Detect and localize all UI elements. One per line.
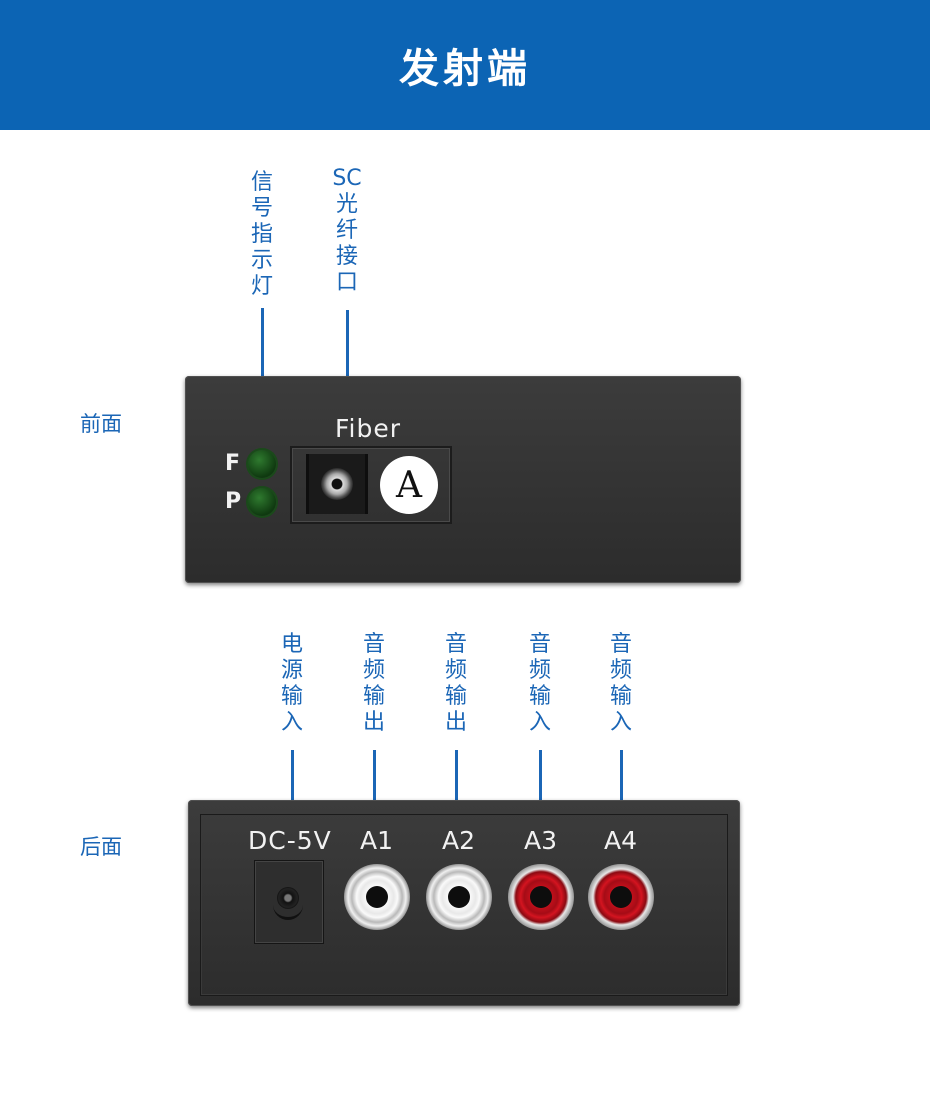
callout-sc-line: [345, 310, 349, 410]
dc-socket-icon: [277, 887, 299, 909]
rca-a4-port: [588, 864, 654, 930]
callout-a1-text: 音频输出: [362, 632, 385, 735]
callout-sc: SC光纤接口: [327, 166, 367, 410]
led-f-label: F: [225, 451, 241, 476]
front-view-label: 前面: [80, 412, 122, 436]
callout-power-line: [290, 750, 294, 804]
callout-a2-text: 音频输出: [444, 632, 467, 735]
callout-led: 信号指示灯: [242, 170, 282, 434]
callout-power: 电源输入: [272, 632, 312, 804]
callout-a3-text: 音频输入: [528, 632, 551, 735]
front-panel: F P Fiber A: [185, 376, 741, 583]
led-f-indicator: [248, 450, 276, 478]
port-badge-a: A: [380, 456, 438, 514]
rca-a2-pin: [448, 886, 470, 908]
rca-a4-pin: [610, 886, 632, 908]
led-p-indicator: [248, 488, 276, 516]
callout-a2: 音频输出: [436, 632, 476, 804]
dc-label: DC-5V: [248, 826, 332, 855]
rca-a1-port: [344, 864, 410, 930]
port-a3-label: A3: [524, 826, 558, 855]
callout-a3-line: [538, 750, 542, 804]
rear-panel-recess: [200, 814, 728, 996]
dc-socket-rim: [273, 905, 303, 920]
rear-panel: DC-5V A1 A2 A3 A4: [188, 800, 740, 1006]
callout-a2-line: [454, 750, 458, 804]
callout-a1: 音频输出: [354, 632, 394, 804]
banner-title: 发射端: [399, 46, 531, 92]
rca-a3-port: [508, 864, 574, 930]
callout-a4-text: 音频输入: [609, 632, 632, 735]
sc-connector-housing: [306, 454, 368, 514]
sc-ferrule-icon: [321, 468, 353, 500]
callout-power-text: 电源输入: [280, 632, 303, 735]
port-a2-label: A2: [442, 826, 476, 855]
rca-a1-pin: [366, 886, 388, 908]
rca-a2-port: [426, 864, 492, 930]
callout-led-text: 信号指示灯: [250, 170, 273, 299]
callout-sc-text: SC光纤接口: [332, 166, 362, 295]
callout-a3: 音频输入: [520, 632, 560, 804]
callout-a4-line: [619, 750, 623, 804]
header-banner: 发射端: [0, 0, 930, 130]
dc-power-jack: [254, 860, 324, 944]
port-a4-label: A4: [604, 826, 638, 855]
rca-a3-pin: [530, 886, 552, 908]
sc-fiber-port: A: [290, 446, 452, 524]
callout-led-line: [260, 308, 264, 434]
led-p-label: P: [225, 489, 242, 514]
callout-a4: 音频输入: [601, 632, 641, 804]
fiber-label: Fiber: [335, 414, 402, 443]
port-a1-label: A1: [360, 826, 394, 855]
rear-view-label: 后面: [80, 835, 122, 859]
callout-a1-line: [372, 750, 376, 804]
